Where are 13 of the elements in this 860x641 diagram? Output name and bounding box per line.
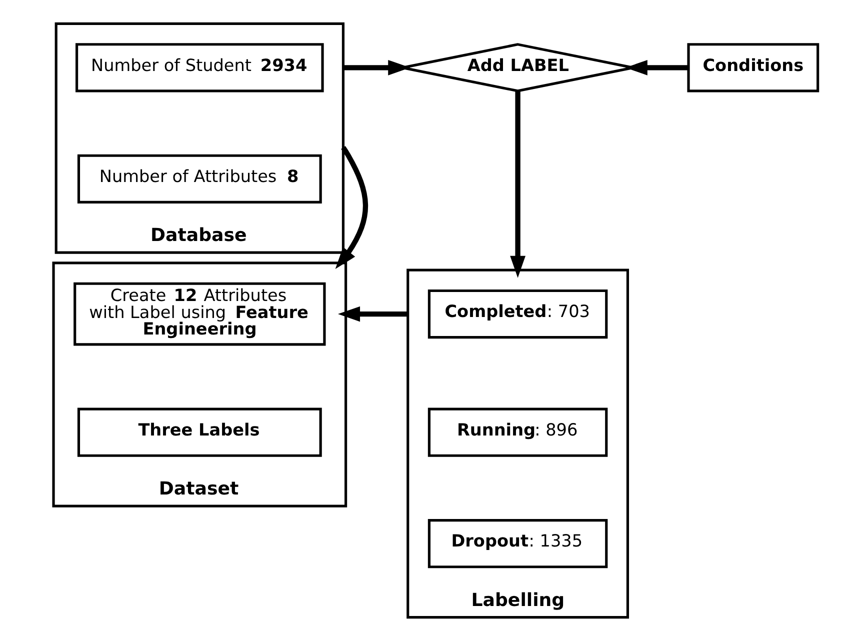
arrow [342, 60, 410, 76]
node-box: Completed: 703 [427, 289, 608, 339]
arrow [624, 60, 688, 76]
node-box: Number of Student 2934 [75, 43, 324, 92]
arrow [510, 91, 526, 278]
node-box: Number of Attributes 8 [76, 154, 322, 204]
node-box: Running: 896 [427, 408, 608, 457]
node-box: Create 12 Attributes with Label using Feature Engineering [73, 282, 326, 346]
arrow [337, 306, 408, 322]
node-box: Three Labels [76, 408, 322, 457]
arrow [334, 146, 368, 270]
node-box: Conditions [686, 43, 819, 92]
node-box: Dropout: 1335 [427, 519, 608, 568]
